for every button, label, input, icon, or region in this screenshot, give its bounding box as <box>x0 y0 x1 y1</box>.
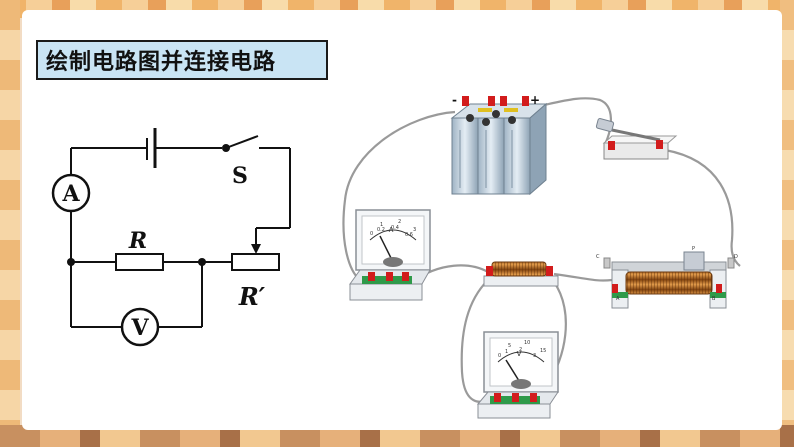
rheostat-symbol <box>231 253 280 271</box>
fixed-resistor <box>483 261 559 287</box>
junction-left <box>67 258 75 266</box>
sliding-rheostat <box>603 251 735 309</box>
wire-switch-to-rheostat <box>664 148 741 267</box>
wire-resistor-to-voltmeter <box>460 279 493 403</box>
wire-battery-to-ammeter <box>342 110 456 281</box>
knife-switch <box>595 118 678 160</box>
svg-text:15: 15 <box>540 348 546 354</box>
circuit-schematic <box>51 128 291 347</box>
svg-text:3: 3 <box>413 227 416 233</box>
svg-text:3: 3 <box>533 353 536 359</box>
ammeter-letter: A <box>61 181 80 207</box>
svg-text:D: D <box>734 254 738 260</box>
svg-text:2: 2 <box>398 219 401 225</box>
ammeter-face-letter: A <box>389 226 394 234</box>
switch-label: S <box>232 163 248 189</box>
wire-resistor-to-rheostat <box>553 272 613 282</box>
svg-text:C: C <box>596 254 600 260</box>
battery-terminal-pos <box>522 96 529 106</box>
switch-handle <box>595 118 615 132</box>
svg-text:1: 1 <box>380 222 383 228</box>
battery-pack <box>450 96 548 196</box>
battery-terminal-neg <box>462 96 469 106</box>
svg-text:P: P <box>692 246 695 252</box>
voltmeter-scale: 0 5 10 15 1 2 3 <box>498 340 546 359</box>
voltmeter-face-letter: V <box>517 350 522 358</box>
ammeter-device <box>349 209 431 301</box>
resistor-symbol <box>115 253 164 271</box>
decorative-frame-left <box>0 0 20 447</box>
svg-text:1: 1 <box>505 349 508 355</box>
svg-text:0.6: 0.6 <box>405 232 413 238</box>
rheostat-terminal-labels: A B C D P <box>596 246 738 302</box>
decorative-frame-right <box>780 0 794 447</box>
svg-text:0.2: 0.2 <box>377 227 385 233</box>
ammeter-scale: 0 1 2 3 0.2 0.4 0.6 <box>370 219 416 238</box>
battery-plus-sign: + <box>530 93 540 107</box>
svg-text:0: 0 <box>370 231 373 237</box>
rheostat-slider <box>683 251 705 271</box>
rheostat-label: R′ <box>238 282 266 311</box>
slider-arrow-head <box>251 244 261 254</box>
svg-text:0: 0 <box>498 353 501 359</box>
svg-text:5: 5 <box>508 343 511 349</box>
svg-text:10: 10 <box>524 340 530 346</box>
battery-minus-sign: - <box>452 93 457 107</box>
svg-text:2: 2 <box>519 347 522 353</box>
svg-text:0.4: 0.4 <box>391 225 399 231</box>
voltmeter-letter: V <box>130 315 149 341</box>
switch-blade <box>225 135 259 149</box>
svg-text:B: B <box>712 296 716 302</box>
svg-text:A: A <box>616 296 620 302</box>
decorative-frame-bottom <box>0 425 794 447</box>
resistor-label: R <box>128 228 147 254</box>
slide-title: 绘制电路图并连接电路 <box>36 40 328 80</box>
voltmeter-device <box>476 331 559 419</box>
